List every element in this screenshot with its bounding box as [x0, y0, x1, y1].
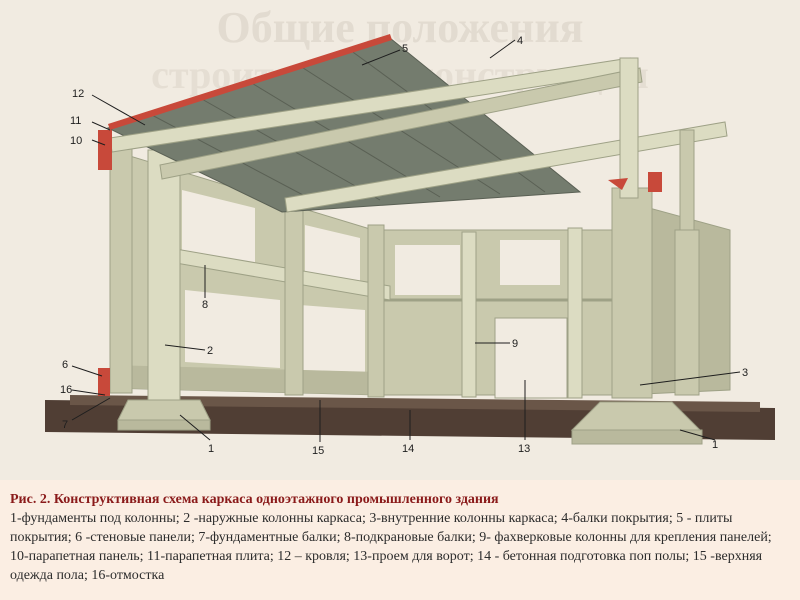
callout-1-right: 1 [712, 439, 718, 451]
roof-beam-post-right [679, 129, 695, 231]
parapet-cap-right [608, 178, 628, 190]
floor-slab [70, 395, 760, 412]
roofing-edge [108, 34, 392, 130]
foundation-left [117, 399, 211, 421]
right-column [674, 229, 700, 396]
left-wall-window-2 [305, 225, 360, 285]
leader-2 [164, 344, 206, 351]
callout-4: 4 [517, 35, 523, 47]
foundation-right-base [571, 429, 703, 445]
callout-2: 2 [207, 345, 213, 357]
wall-panel-red [98, 368, 110, 396]
back-fachwerk-column-1 [461, 231, 477, 398]
foundation-left-base [117, 419, 211, 431]
callout-1-left: 1 [208, 443, 214, 455]
callout-10: 10 [70, 135, 82, 147]
figure-caption: Рис. 2. Конструктивная схема каркаса одн… [0, 480, 800, 600]
leader-1-left [179, 414, 211, 441]
roof-beam-mid [159, 67, 643, 180]
left-wall-window-1 [182, 190, 255, 265]
back-left-column [367, 224, 385, 398]
callout-3: 3 [742, 367, 748, 379]
callout-11: 11 [70, 115, 81, 127]
callout-9: 9 [512, 338, 518, 350]
outer-column-left [109, 147, 133, 394]
callout-5: 5 [402, 43, 408, 55]
callout-15: 15 [312, 445, 324, 457]
roof-beam-post [619, 57, 639, 199]
leader-4 [489, 39, 516, 59]
building-frame-diagram: Общие положения строительной конструкции [45, 3, 775, 457]
callout-7: 7 [62, 419, 68, 431]
roof-beam-back [284, 121, 728, 213]
background-title-line-1: Общие положения [217, 3, 584, 52]
gate-opening [494, 317, 568, 399]
callout-14: 14 [402, 443, 414, 455]
leader-5 [361, 49, 401, 66]
caption-title: Рис. 2. Конструктивная схема каркаса одн… [10, 492, 499, 507]
leader-12 [91, 94, 146, 126]
back-wall-opening-upper-right [500, 240, 560, 285]
back-fachwerk-column-2 [567, 227, 583, 399]
leader-3 [639, 371, 741, 386]
back-wall-opening-upper [395, 245, 460, 295]
left-wall-window-3 [185, 290, 280, 368]
outer-column-2 [147, 149, 181, 401]
parapet-panel [98, 130, 112, 170]
callout-8: 8 [202, 299, 208, 311]
parapet-panel-right [648, 172, 662, 192]
inner-column-3 [611, 187, 653, 399]
leader-11 [91, 121, 111, 131]
left-wall-window-4 [300, 305, 365, 372]
leader-7 [71, 397, 111, 421]
leader-10 [91, 139, 106, 146]
callout-6: 6 [62, 359, 68, 371]
leader-16 [71, 389, 106, 396]
callout-16: 16 [60, 384, 72, 396]
caption-legend: 1-фундаменты под колонны; 2 -наружные ко… [10, 511, 772, 583]
leader-1-right [679, 429, 716, 441]
callout-12: 12 [72, 88, 84, 100]
leader-6 [71, 365, 103, 377]
callout-13: 13 [518, 443, 530, 455]
